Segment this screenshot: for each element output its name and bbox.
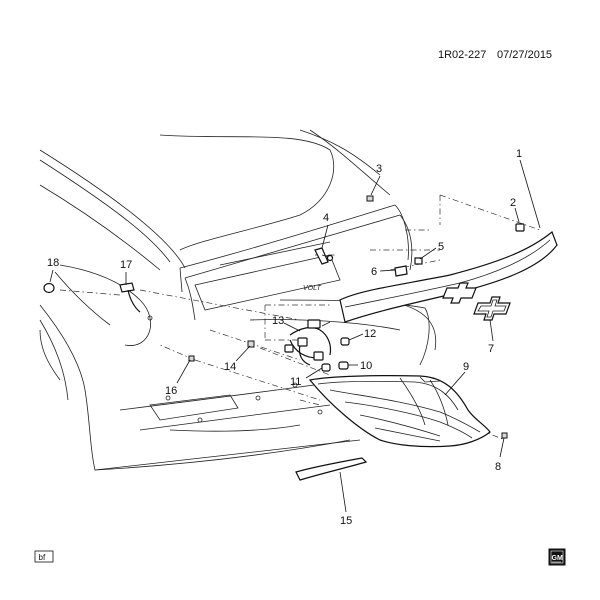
callout-labels: 1 2 3 4 5 6 7 8 9 10 11 12 13 14 15 16 1… (47, 148, 522, 527)
part-4-bracket (314, 247, 334, 265)
part-2-nut (515, 223, 525, 232)
callout-13: 13 (272, 315, 284, 327)
part-12-bulb-socket (340, 337, 350, 346)
callout-17: 17 (120, 259, 132, 271)
footer-tag-text: bf (39, 553, 46, 562)
callout-6: 6 (371, 266, 377, 278)
part-6-grommet (394, 265, 408, 277)
part-17-wiring-connector (119, 282, 141, 313)
part-11-bulb (321, 363, 331, 372)
callout-2: 2 (510, 197, 516, 209)
part-9-tail-lamp (308, 375, 491, 448)
callout-10: 10 (360, 360, 372, 372)
footer-tag: bf (34, 550, 54, 563)
callout-16: 16 (165, 385, 177, 397)
callout-4: 4 (323, 212, 329, 224)
part-14-bolt (247, 340, 255, 348)
callout-1: 1 (516, 148, 522, 160)
callout-15: 15 (340, 515, 352, 527)
diagram-date: 07/27/2015 (497, 49, 552, 61)
bowtie-emblem-on-applique (442, 282, 477, 304)
part-5-nut (414, 257, 423, 265)
callout-5: 5 (438, 241, 444, 253)
part-10-bulb-socket (338, 361, 349, 370)
callout-8: 8 (495, 461, 501, 473)
callout-3: 3 (376, 163, 382, 175)
part-7-emblem-inner (477, 299, 507, 318)
callout-11: 11 (290, 376, 301, 388)
callout-18: 18 (47, 257, 59, 269)
vehicle-badge: VOLT (303, 285, 321, 292)
part-18-plug (43, 282, 55, 294)
part-3-fastener (366, 195, 374, 202)
gm-logo-text: GM (552, 555, 563, 562)
exploded-guide-lines (59, 194, 541, 441)
part-13-wiring-harness (284, 319, 332, 366)
leader-lines (49, 159, 541, 513)
callout-12: 12 (364, 328, 376, 340)
part-16-retainer (188, 355, 195, 362)
callout-14: 14 (224, 361, 236, 373)
gm-logo: GM (548, 548, 566, 566)
callout-9: 9 (463, 361, 469, 373)
part-7-emblem (473, 296, 511, 321)
part-8-screw (501, 432, 508, 439)
part-15-reflector (295, 457, 368, 481)
diagram-ref-code: 1R02-227 (438, 49, 486, 61)
callout-7: 7 (488, 343, 494, 355)
